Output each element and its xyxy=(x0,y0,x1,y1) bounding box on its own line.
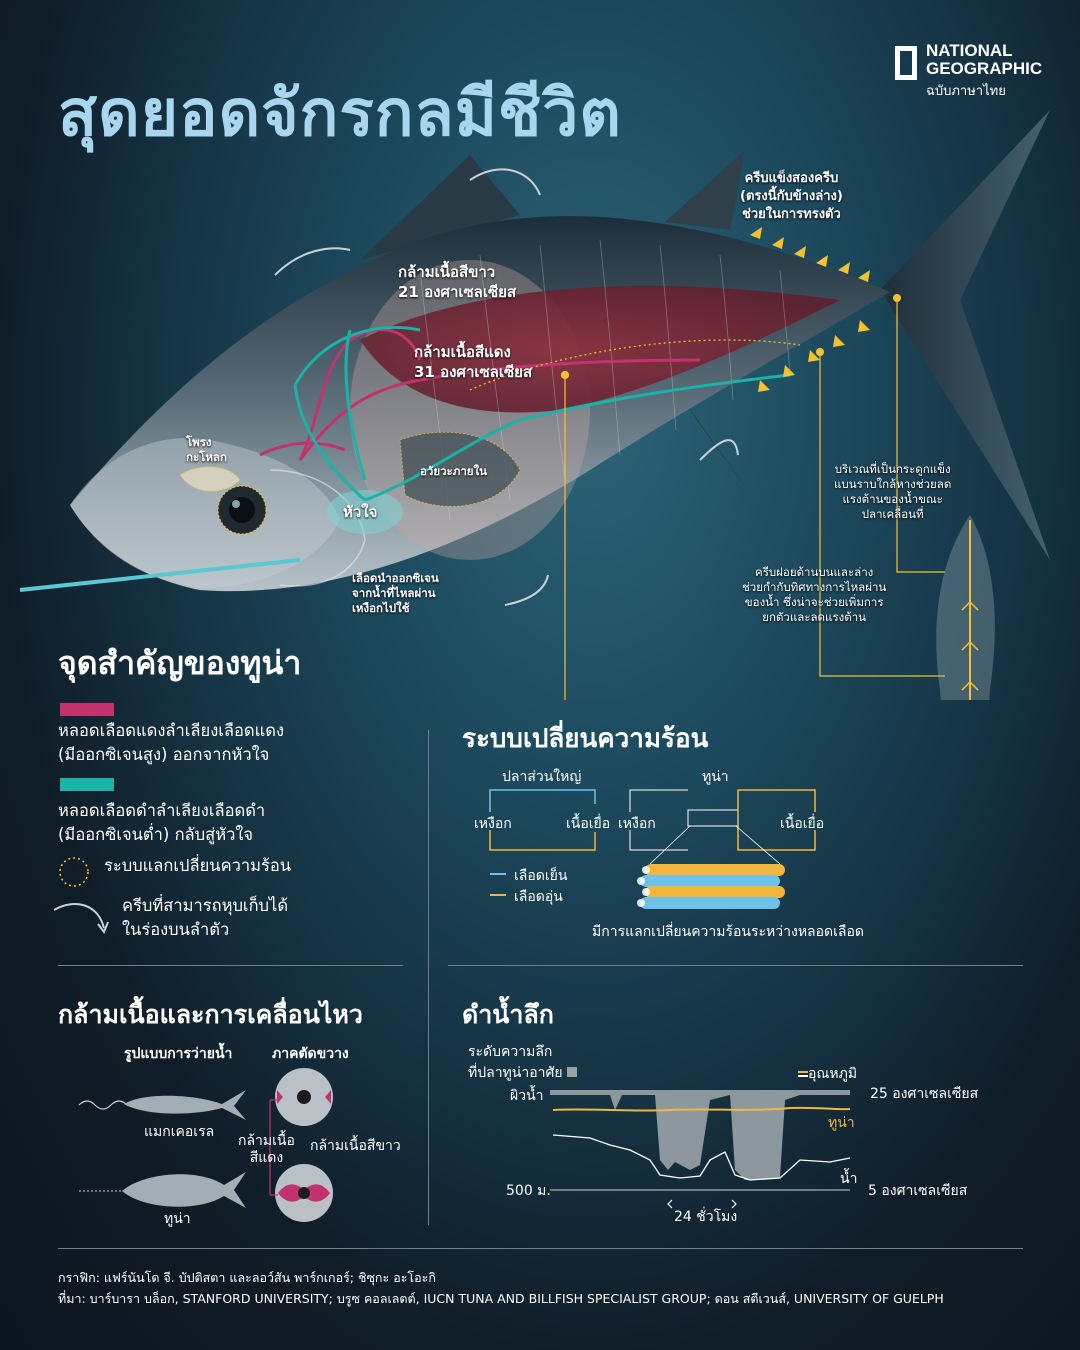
national-geographic-logo: NATIONAL GEOGRAPHIC ฉบับภาษาไทย xyxy=(895,42,1045,102)
legend-title: จุดสำคัญของทูน่า xyxy=(58,644,302,682)
time-bracket xyxy=(667,1199,737,1209)
heat-exchange-title: ระบบเปลี่ยนความร้อน xyxy=(462,724,709,754)
finlets-label: ครีบฝอยด้านบนและล่าง ช่วยกำกับทิศทางการไ… xyxy=(742,565,887,624)
most-fish-label: ปลาส่วนใหญ่ xyxy=(502,769,582,785)
red-muscle-band xyxy=(360,285,840,413)
keel-label: บริเวณที่เป็นกระดูกแข็ง แบนราบใกล้หางช่ว… xyxy=(834,462,952,521)
logo-line-2: GEOGRAPHIC xyxy=(926,59,1043,78)
source-credit: ที่มา: บาร์บารา บล็อก, STANFORD UNIVERSI… xyxy=(58,1291,944,1306)
logo-line-3: ฉบับภาษาไทย xyxy=(926,84,1006,99)
exchange-legend-text: ระบบแลกเปลี่ยนความร้อน xyxy=(104,856,292,875)
artery-swatch xyxy=(60,703,114,716)
tuna-silhouette xyxy=(122,1172,246,1208)
water-flow-arrow xyxy=(19,558,301,592)
vein-swatch xyxy=(60,778,114,791)
depth-swatch xyxy=(567,1067,578,1077)
gill-cover xyxy=(269,469,366,587)
vessel-bundle xyxy=(637,864,785,909)
exchange-legend-icon xyxy=(59,857,89,887)
right-divider xyxy=(448,965,1023,966)
yellow-frame-icon xyxy=(895,46,917,80)
left-divider xyxy=(58,965,403,966)
depth-axis-label: ระดับความลึก ที่ปลาทูน่าอาศัย xyxy=(468,1042,578,1084)
cranial-sinus xyxy=(179,466,241,492)
first-dorsal-fin xyxy=(360,155,520,260)
organs-label: อวัยวะภายใน xyxy=(420,464,487,478)
cranial-sinus-label: โพรง กะโหลก xyxy=(186,435,227,464)
second-dorsal-fin xyxy=(665,150,745,230)
muscle-motion-diagram xyxy=(78,1068,333,1222)
tuna-temp-label: ทูน่า xyxy=(828,1115,855,1131)
vein-legend-text: หลอดเลือดดำลำเลียงเลือดดำ (มีออกซิเจนต่ำ… xyxy=(58,801,266,844)
page-title: สุดยอดจักรกลมีชีวิต xyxy=(58,77,622,151)
internal-organs xyxy=(399,431,521,507)
retract-fin-arrows xyxy=(274,168,739,606)
logo-line-1: NATIONAL xyxy=(926,41,1013,60)
white-muscle-caption: กล้ามเนื้อสีขาว xyxy=(310,1138,401,1154)
heat-exchange-line xyxy=(469,339,801,391)
heat-exchange-diagram xyxy=(489,789,816,909)
graphic-credit: กราฟิก: แฟร์นันโด จี. บัปติสตา และลอว์สั… xyxy=(58,1270,436,1285)
heart-label: หัวใจ xyxy=(343,503,378,521)
swim-pattern-label: รูปแบบการว่ายน้ำ xyxy=(124,1046,233,1062)
surface-label: ผิวน้ำ xyxy=(510,1088,544,1104)
vertical-divider xyxy=(428,730,429,1225)
warm-blood-label: เลือดอุ่น xyxy=(514,889,563,905)
upper-finlets xyxy=(750,227,870,282)
dive-profile-chart xyxy=(550,1090,851,1191)
tissue-label-2: เนื้อเยื่อ xyxy=(780,816,825,832)
eye-highlight xyxy=(232,500,240,508)
retract-fin-legend-text: ครีบที่สามารถหุบเก็บได้ ในร่องบนลำตัว xyxy=(122,896,289,939)
lower-finlets xyxy=(758,320,870,392)
water-temperature-line xyxy=(552,1134,851,1181)
tuna-illustration xyxy=(19,110,1050,700)
tuna-swim-label: ทูน่า xyxy=(164,1211,191,1227)
tissue-label-1: เนื้อเยื่อ xyxy=(566,816,611,832)
retract-fin-legend-icon xyxy=(53,903,109,935)
tuna-temperature-line xyxy=(552,1106,851,1112)
temperature-swatch xyxy=(798,1071,808,1077)
heart-region xyxy=(327,490,403,534)
deep-dive-title: ดำน้ำลึก xyxy=(462,1000,554,1029)
muscle-motion-title: กล้ามเนื้อและการเคลื่อนไหว xyxy=(58,1000,363,1029)
mackerel-silhouette xyxy=(124,1090,246,1120)
depth-500-label: 500 ม. xyxy=(506,1183,551,1199)
caudal-fin xyxy=(880,110,1050,560)
depth-area xyxy=(550,1090,850,1180)
heat-exchange-caption: มีการแลกเปลี่ยนความร้อนระหว่างหลอดเลือด xyxy=(592,924,865,940)
tuna-pupil xyxy=(229,497,255,523)
water-temp-label: น้ำ xyxy=(840,1171,858,1187)
vein-network xyxy=(293,325,791,502)
stabilizer-fins-label: ครีบแข็งสองครีบ (ตรงนี้กับข้างล่าง) ช่วย… xyxy=(740,171,843,222)
temperature-legend: อุณหภูมิ xyxy=(798,1063,857,1085)
mackerel-label: แมกเคอเรล xyxy=(144,1124,215,1140)
gill-label-1: เหงือก xyxy=(474,816,512,832)
tuna-label: ทูน่า xyxy=(702,769,729,785)
temp-5-label: 5 องศาเซลเซียส xyxy=(868,1183,968,1199)
footer-divider xyxy=(58,1248,1023,1249)
artery-network xyxy=(259,328,701,461)
callout-lines xyxy=(560,298,945,700)
tuna-head xyxy=(70,438,340,588)
mackerel-swim-trail xyxy=(78,1100,128,1110)
temp-25-label: 25 องศาเซลเซียส xyxy=(870,1086,979,1102)
red-muscle-caption: กล้ามเนื้อ สีแดง xyxy=(238,1133,295,1166)
artery-legend-text: หลอดเลือดแดงลำเลียงเลือดแดง (มีออกซิเจนส… xyxy=(58,721,285,764)
cross-section-label: ภาคตัดขวาง xyxy=(272,1046,349,1062)
white-muscle-label: กล้ามเนื้อสีขาว 21 องศาเซลเซียส xyxy=(398,263,517,301)
anal-fin xyxy=(680,395,755,500)
cold-blood-label: เลือดเย็น xyxy=(514,868,568,884)
tail-cross-section xyxy=(936,515,995,700)
red-muscle-label: กล้ามเนื้อสีแดง 31 องศาเซลเซียส xyxy=(414,343,533,381)
gill-label-2: เหงือก xyxy=(618,816,656,832)
gill-blood-label: เลือดนำออกซิเจน จากน้ำที่ไหลผ่าน เหงือกไ… xyxy=(352,571,439,615)
time-label: 24 ชั่วโมง xyxy=(674,1209,738,1225)
